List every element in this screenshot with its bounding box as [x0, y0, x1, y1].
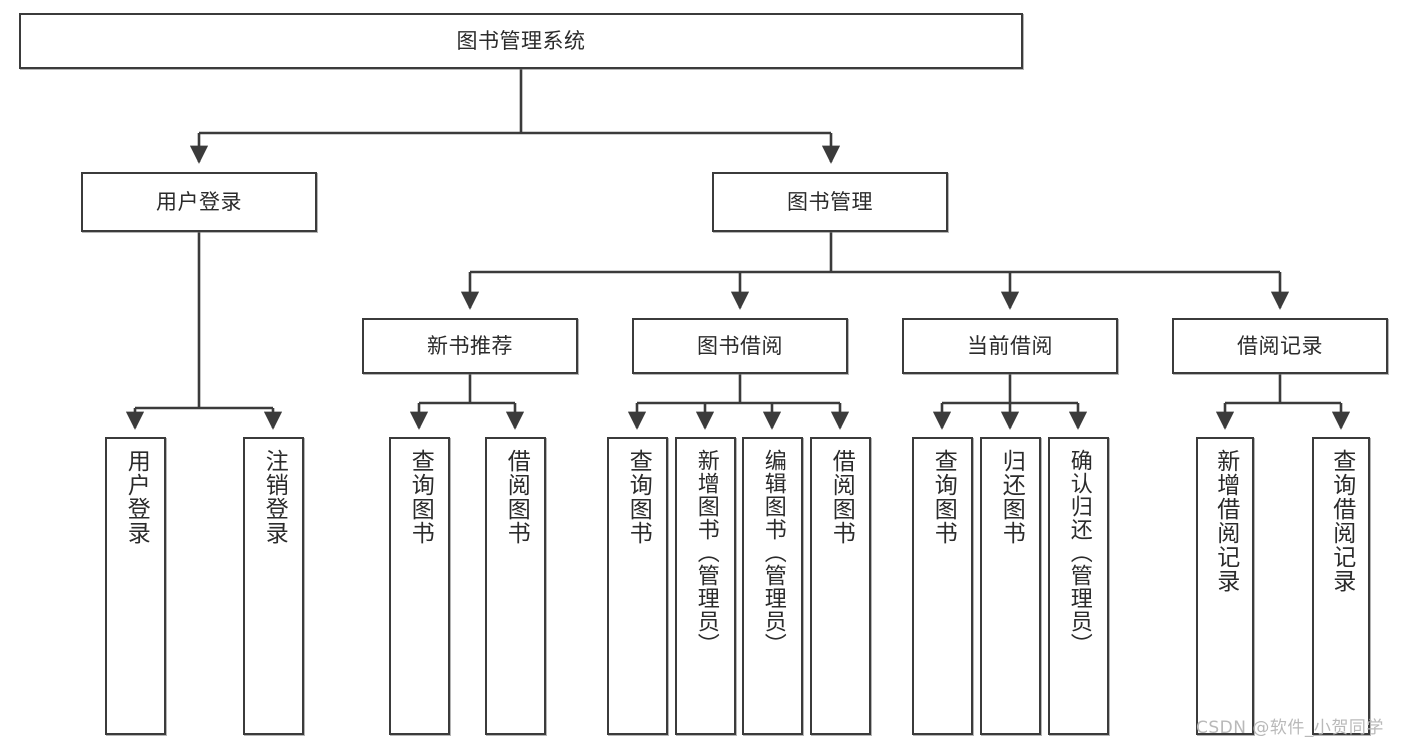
- node-label: 查询图书: [930, 449, 957, 545]
- node-leaf-return-book[interactable]: 归还图书: [980, 437, 1041, 735]
- node-leaf-edit-book-admin[interactable]: 编辑图书（管理员）: [742, 437, 803, 735]
- node-leaf-logout-login[interactable]: 注销登录: [243, 437, 304, 735]
- node-label: 用户登录: [123, 449, 150, 545]
- node-label: 查询借阅记录: [1328, 449, 1355, 593]
- node-leaf-add-book-admin[interactable]: 新增图书（管理员）: [675, 437, 736, 735]
- node-label: 新书推荐: [427, 333, 513, 358]
- node-label: 图书管理系统: [456, 28, 586, 53]
- node-label: 当前借阅: [967, 333, 1053, 358]
- node-label: 新增图书（管理员）: [693, 449, 719, 656]
- node-label: 图书管理: [787, 189, 873, 214]
- node-new-book-recommend[interactable]: 新书推荐: [362, 318, 578, 374]
- node-user-login[interactable]: 用户登录: [81, 172, 317, 232]
- node-label: 借阅记录: [1237, 333, 1323, 358]
- node-borrow-record[interactable]: 借阅记录: [1172, 318, 1388, 374]
- csdn-watermark: CSDN @软件_小贺同学: [1196, 718, 1384, 738]
- node-leaf-query-book-2[interactable]: 查询图书: [607, 437, 668, 735]
- node-root-system[interactable]: 图书管理系统: [19, 13, 1023, 69]
- node-leaf-add-borrow-record[interactable]: 新增借阅记录: [1196, 437, 1254, 735]
- node-label: 确认归还（管理员）: [1066, 449, 1092, 656]
- node-label: 图书借阅: [697, 333, 783, 358]
- node-label: 归还图书: [998, 449, 1025, 545]
- node-leaf-user-login[interactable]: 用户登录: [105, 437, 166, 735]
- node-book-management[interactable]: 图书管理: [712, 172, 948, 232]
- node-leaf-query-borrow-record[interactable]: 查询借阅记录: [1312, 437, 1370, 735]
- node-current-borrow[interactable]: 当前借阅: [902, 318, 1118, 374]
- node-label: 借阅图书: [828, 449, 855, 545]
- node-leaf-borrow-book-2[interactable]: 借阅图书: [810, 437, 871, 735]
- node-label: 注销登录: [261, 449, 288, 545]
- node-label: 借阅图书: [503, 449, 530, 545]
- node-label: 查询图书: [407, 449, 434, 545]
- node-label: 新增借阅记录: [1212, 449, 1239, 593]
- node-leaf-borrow-book-1[interactable]: 借阅图书: [485, 437, 546, 735]
- node-book-borrow[interactable]: 图书借阅: [632, 318, 848, 374]
- node-leaf-query-book-3[interactable]: 查询图书: [912, 437, 973, 735]
- node-label: 编辑图书（管理员）: [760, 449, 786, 656]
- node-label: 用户登录: [156, 189, 242, 214]
- node-leaf-query-book-1[interactable]: 查询图书: [389, 437, 450, 735]
- node-label: 查询图书: [625, 449, 652, 545]
- node-leaf-confirm-return-admin[interactable]: 确认归还（管理员）: [1048, 437, 1109, 735]
